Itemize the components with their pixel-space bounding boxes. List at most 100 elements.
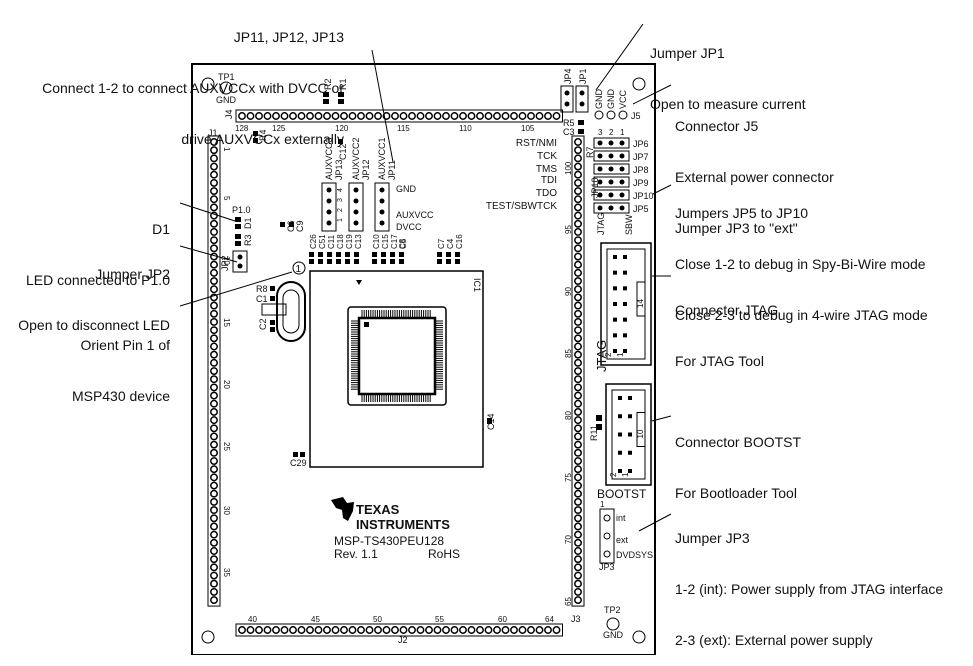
connector-shroud xyxy=(600,242,652,366)
tp2-label: TP2 xyxy=(604,605,621,615)
cap-label: C18 xyxy=(336,234,345,249)
tick-label: 90 xyxy=(564,287,573,296)
header-pin xyxy=(210,162,218,171)
connector-pin-bottom2: 1 xyxy=(621,472,630,477)
connector-pin-bottom2: 1 xyxy=(616,352,625,357)
annotation-line: 2-3 (ext): External power supply xyxy=(675,632,873,648)
header-pin xyxy=(210,154,218,163)
header-pin xyxy=(210,465,218,474)
cap-pad xyxy=(354,259,359,264)
tp2-net: GND xyxy=(603,630,624,640)
tp2-pad xyxy=(606,617,620,631)
cap-label: C10 xyxy=(372,234,381,249)
connector-pin xyxy=(613,286,617,291)
header-pin xyxy=(210,571,218,580)
logo-line2: INSTRUMENTS xyxy=(356,517,450,532)
cap-label: C5 xyxy=(399,238,408,249)
tick-label: 95 xyxy=(564,225,573,234)
header-pin xyxy=(467,112,476,120)
annotation-aux-jumpers: JP11, JP12, JP13 Connect 1-2 to connect … xyxy=(0,0,344,165)
header-pin xyxy=(280,112,289,120)
header-pin xyxy=(210,481,218,490)
header-pin xyxy=(210,407,218,416)
header-pin xyxy=(210,391,218,400)
jtag-jumper-pin xyxy=(608,192,614,198)
header-pin xyxy=(210,514,218,523)
c2-label: C2 xyxy=(258,318,268,330)
connector-pin xyxy=(628,469,632,473)
header-pin xyxy=(374,112,382,120)
c9-label: C9 xyxy=(295,220,305,232)
leader-lines xyxy=(179,23,672,532)
header-pin xyxy=(263,626,272,634)
header-pin xyxy=(210,285,218,294)
header-pin xyxy=(314,626,323,634)
r3-label: R3 xyxy=(243,234,253,246)
header-j3 xyxy=(571,135,585,607)
annotation-line: Jumpers JP5 to JP10 xyxy=(675,205,809,221)
tick-label: 55 xyxy=(435,615,444,624)
c12-pad xyxy=(338,139,343,144)
header-pin xyxy=(272,112,280,120)
header-pin xyxy=(416,626,425,634)
j5-pin-gnd1: GND xyxy=(594,89,604,110)
header-pin xyxy=(210,260,218,269)
annotation-line: Close 1-2 to debug in Spy-Bi-Wire mode xyxy=(675,256,926,272)
tp1-pad xyxy=(219,81,233,95)
annotation-jp3: Jumper JP3 1-2 (int): Power supply from … xyxy=(675,496,943,666)
jtag-column-num: 2 xyxy=(609,128,614,137)
jp3-pin xyxy=(603,514,611,522)
header-pin xyxy=(210,497,218,506)
connector-pin xyxy=(613,302,617,306)
header-pin xyxy=(210,326,218,335)
header-pin xyxy=(574,219,582,228)
header-pin xyxy=(297,626,306,634)
aux-jumper-ref: JP13 xyxy=(334,159,344,180)
header-pin xyxy=(574,506,582,515)
jp3-body xyxy=(599,508,615,564)
c29-pad xyxy=(300,452,305,457)
jtag-jumper-pin xyxy=(608,140,614,146)
header-pin xyxy=(210,522,218,531)
header-pin xyxy=(210,219,218,228)
header-pin xyxy=(574,555,582,564)
header-pin xyxy=(323,112,331,120)
cap-pad xyxy=(381,252,386,257)
header-pin xyxy=(357,112,365,120)
connector-pin xyxy=(628,396,632,400)
header-pin xyxy=(425,626,433,634)
header-pin xyxy=(306,626,314,634)
tick-label: 125 xyxy=(272,124,286,133)
header-pin xyxy=(408,626,416,634)
r2-pad xyxy=(323,92,329,97)
jtag-jumper-body xyxy=(593,163,630,175)
header-outline xyxy=(235,623,563,637)
header-pin xyxy=(574,236,582,245)
header-pin xyxy=(574,563,582,572)
aux-jumper-pin xyxy=(379,198,385,204)
annotation-line: D1 xyxy=(152,221,170,237)
aux-jumper-body xyxy=(348,182,364,232)
header-outline xyxy=(571,135,585,607)
header-pin xyxy=(544,112,552,120)
header-j4 xyxy=(235,109,563,123)
header-pin xyxy=(574,432,582,441)
header-pin xyxy=(210,203,218,212)
jtag-jumper-pin xyxy=(608,179,614,185)
header-pin xyxy=(442,112,450,120)
header-pin xyxy=(574,416,582,425)
jtag-jumper-name: JP8 xyxy=(633,165,649,175)
ic-ref: IC1 xyxy=(472,278,482,292)
jtag-column-num: 3 xyxy=(598,128,603,137)
header-pin xyxy=(574,211,582,220)
c1-pad xyxy=(270,296,275,301)
header-pin xyxy=(238,112,246,120)
annotation-line: For Bootloader Tool xyxy=(675,485,797,501)
cap-pad xyxy=(327,252,332,257)
annotation-jp1: Jumper JP1 Open to measure current xyxy=(650,11,806,130)
jtag-jumper-jtag-label: JTAG xyxy=(596,213,606,235)
header-pin xyxy=(210,277,218,286)
